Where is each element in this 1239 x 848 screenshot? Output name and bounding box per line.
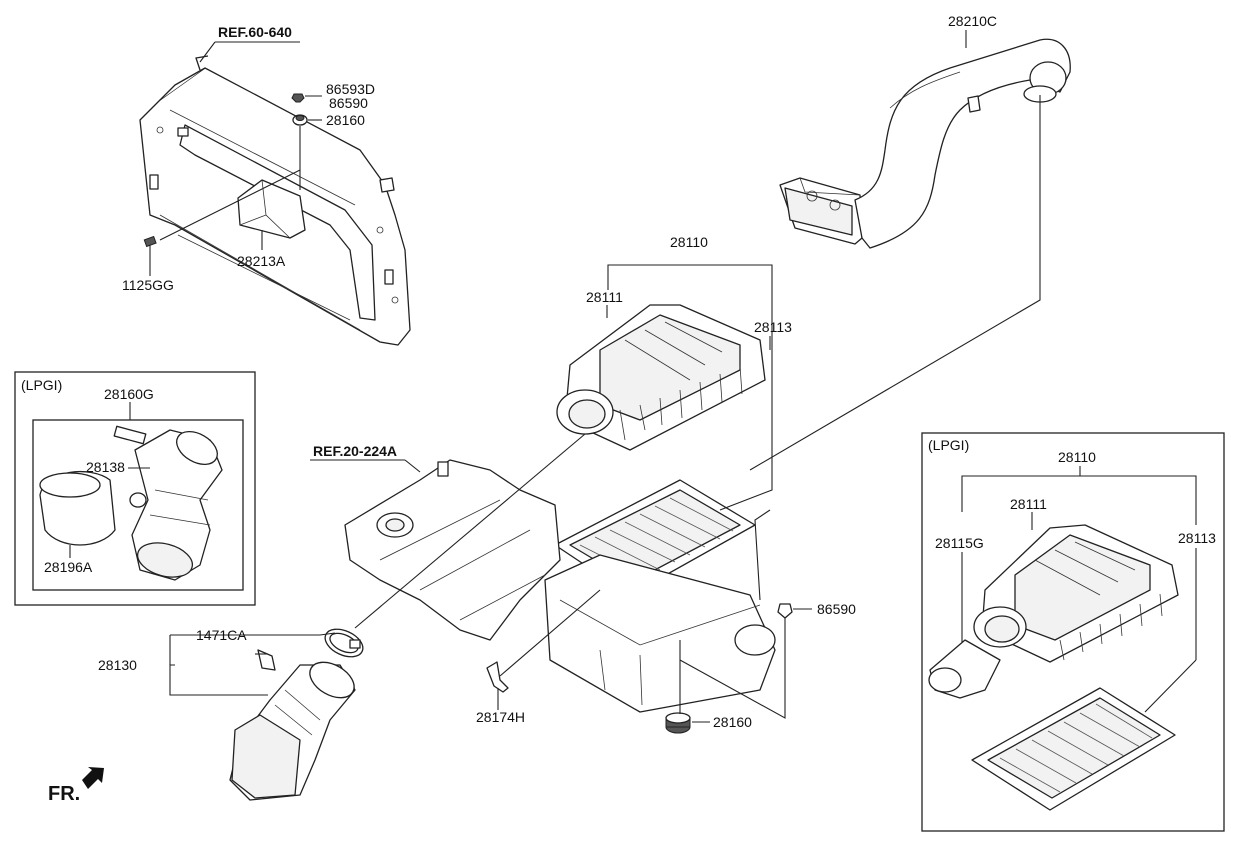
grommet-28160-bottom bbox=[665, 712, 691, 734]
lpgi-cover-28111 bbox=[973, 524, 1179, 663]
label-28115G-lpgi: 28115G bbox=[935, 535, 984, 551]
lpgi-left-title: (LPGI) bbox=[21, 377, 62, 393]
bolt-86593D bbox=[291, 93, 305, 103]
label-28111-main: 28111 bbox=[586, 289, 623, 305]
intake-hose-28130 bbox=[229, 649, 356, 801]
bolt-86590-right bbox=[777, 603, 793, 619]
air-cleaner-body bbox=[544, 554, 776, 713]
label-28174H: 28174H bbox=[476, 709, 525, 725]
leader-lines bbox=[149, 30, 1041, 723]
clip-28174H bbox=[486, 661, 509, 693]
label-86593D: 86593D bbox=[326, 81, 375, 97]
air-cleaner-cover-28111 bbox=[556, 304, 766, 451]
lpgi-right-box bbox=[921, 432, 1225, 832]
ref-manifold: REF.20-224A bbox=[313, 443, 397, 459]
lpgi-filter-element-28113 bbox=[971, 687, 1176, 811]
bolt-1125GG bbox=[143, 235, 157, 268]
label-28113-main: 28113 bbox=[754, 319, 792, 335]
label-1125GG: 1125GG bbox=[122, 277, 174, 293]
label-86590-top: 86590 bbox=[329, 95, 368, 111]
label-28210C: 28210C bbox=[948, 13, 997, 29]
clamp-1471CA bbox=[324, 628, 364, 658]
lpgi-hose-28138 bbox=[113, 425, 223, 581]
label-28130: 28130 bbox=[98, 657, 137, 673]
label-28110-lpgi: 28110 bbox=[1058, 449, 1096, 465]
labels: REF.60-640 REF.20-224A 28210C 86593D 865… bbox=[21, 13, 1216, 805]
air-intake-duct-28210C bbox=[779, 38, 1071, 249]
label-28213A: 28213A bbox=[237, 253, 286, 269]
lpgi-right-title: (LPGI) bbox=[928, 437, 969, 453]
fr-label: FR. bbox=[48, 783, 80, 805]
air-guide-28213A bbox=[237, 179, 306, 239]
label-28160-bottom: 28160 bbox=[713, 714, 752, 730]
label-28160-top: 28160 bbox=[326, 112, 365, 128]
grommet-28160-top bbox=[292, 114, 308, 126]
lpgi-left-box bbox=[14, 371, 256, 606]
label-28113-lpgi: 28113 bbox=[1178, 530, 1216, 546]
label-28110-main: 28110 bbox=[670, 234, 708, 250]
label-28196A: 28196A bbox=[44, 559, 93, 575]
label-28111-lpgi: 28111 bbox=[1010, 496, 1047, 512]
intake-manifold-ref bbox=[344, 459, 561, 641]
label-86590-right: 86590 bbox=[817, 601, 856, 617]
lpgi-adapter-28115G bbox=[928, 639, 1001, 699]
ref-radiator-support: REF.60-640 bbox=[218, 24, 292, 40]
front-direction-arrow-icon bbox=[82, 767, 104, 789]
label-28160G: 28160G bbox=[104, 386, 154, 402]
lpgi-filter-28196A bbox=[39, 470, 116, 546]
label-1471CA: 1471CA bbox=[196, 627, 247, 643]
label-28138: 28138 bbox=[86, 459, 125, 475]
